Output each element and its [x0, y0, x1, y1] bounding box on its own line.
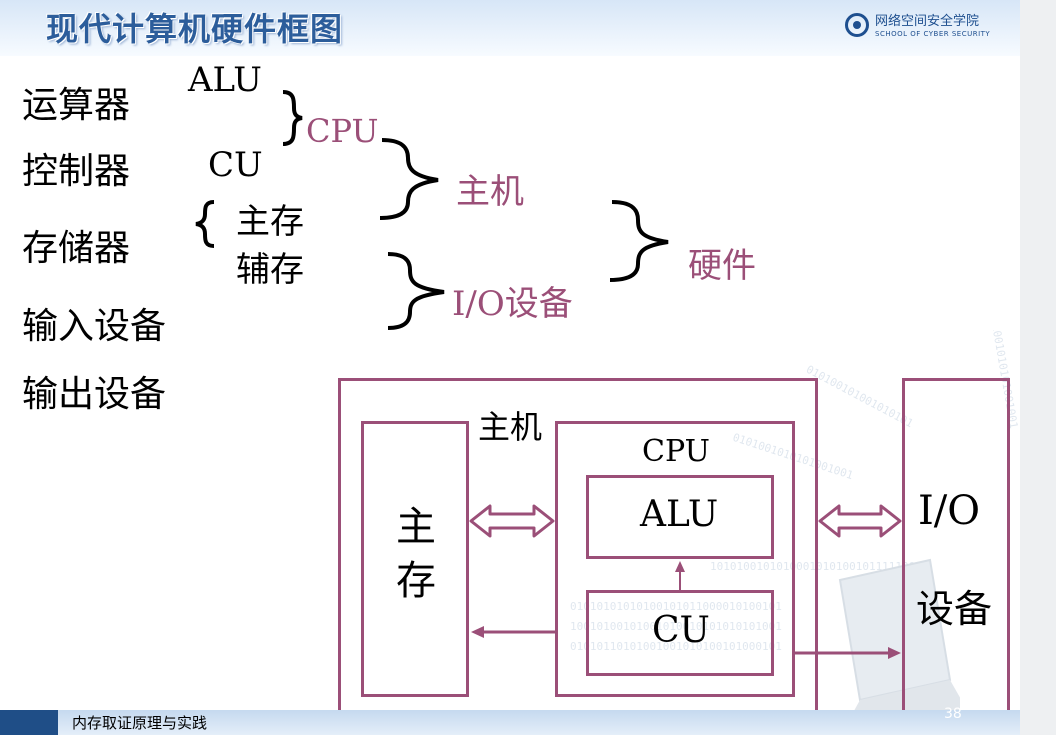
brace-host [379, 138, 439, 220]
footer-bar [0, 710, 1020, 735]
logo-name-en: SCHOOL OF CYBER SECURITY [875, 30, 991, 38]
footer-course-title: 内存取证原理与实践 [72, 714, 208, 732]
block-alu-label: ALU [640, 494, 719, 535]
footer-accent-block [0, 710, 58, 735]
list-item-memory: 存储器 [22, 228, 131, 269]
block-main-memory-label-1: 主 [396, 504, 436, 550]
slide-title: 现代计算机硬件框图 [46, 10, 344, 48]
right-margin-strip [1020, 0, 1056, 735]
cu-box [586, 590, 774, 676]
block-cu-label: CU [652, 610, 710, 651]
hier-cpu: CPU [306, 112, 379, 150]
block-io-label-2: 设备 [916, 587, 993, 631]
block-host-label: 主机 [478, 408, 543, 446]
main-memory-box [361, 421, 469, 697]
hier-io-devices: I/O设备 [452, 284, 573, 324]
double-arrow-host-io [818, 504, 902, 538]
hier-main-memory: 主存 [236, 202, 304, 242]
alu-box [586, 475, 774, 559]
list-item-input-devices: 输入设备 [22, 306, 167, 347]
school-emblem-icon [845, 13, 869, 37]
brace-hardware [609, 200, 669, 282]
block-arrows [469, 504, 902, 659]
hier-cu: CU [208, 145, 263, 185]
block-main-memory-label-2: 存 [396, 558, 436, 604]
brace-io [387, 252, 445, 330]
brace-memory [195, 200, 215, 248]
hier-hardware: 硬件 [688, 246, 756, 286]
logo-name-cn: 网络空间安全学院 [875, 14, 980, 29]
background-decoration: 0101001010101001001 010100101001010101 1… [560, 330, 1020, 720]
list-item-control-unit: 控制器 [22, 151, 131, 192]
school-logo: 网络空间安全学院 SCHOOL OF CYBER SECURITY [845, 10, 990, 46]
block-cpu-label: CPU [642, 434, 710, 469]
cpu-box [555, 421, 795, 697]
list-item-alu-unit: 运算器 [22, 85, 131, 126]
hier-host: 主机 [456, 172, 524, 212]
hier-aux-memory: 辅存 [236, 250, 304, 290]
hierarchy-braces [195, 90, 669, 330]
page-number: 38 [944, 706, 962, 722]
brace-cpu [282, 90, 303, 146]
block-io-label-1: I/O [918, 488, 981, 534]
list-item-output-devices: 输出设备 [22, 374, 167, 415]
double-arrow-memory-cpu [469, 504, 555, 538]
hier-alu: ALU [188, 60, 262, 100]
